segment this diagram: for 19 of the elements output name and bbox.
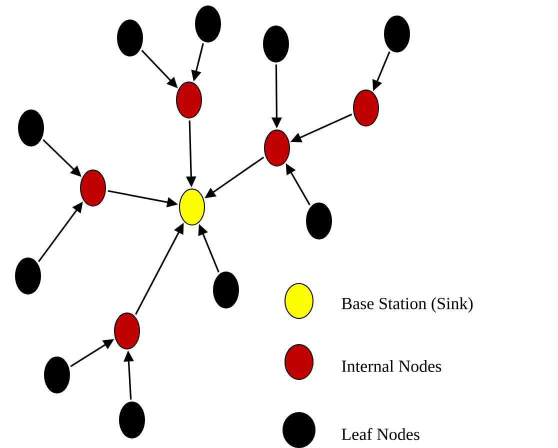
leaf-node [117,20,143,56]
leaf-node [263,26,289,62]
internal-node [80,170,106,206]
leaf-node [384,16,410,52]
leaf-node [18,110,44,146]
leaf-node [306,202,332,240]
internal-node [176,82,202,118]
leaf-node [44,356,70,394]
leaf-node [213,272,239,308]
legend-label: Base Station (Sink) [342,297,473,313]
legend-label: Leaf Nodes [342,428,420,440]
leaf-node [15,258,41,294]
internal-node [264,130,290,166]
base-station-node [179,188,205,226]
leaf-node [119,402,145,438]
leaf-node [195,6,221,42]
internal-node [114,312,140,350]
internal-node [353,90,379,126]
legend-label: Internal Nodes [342,360,442,372]
